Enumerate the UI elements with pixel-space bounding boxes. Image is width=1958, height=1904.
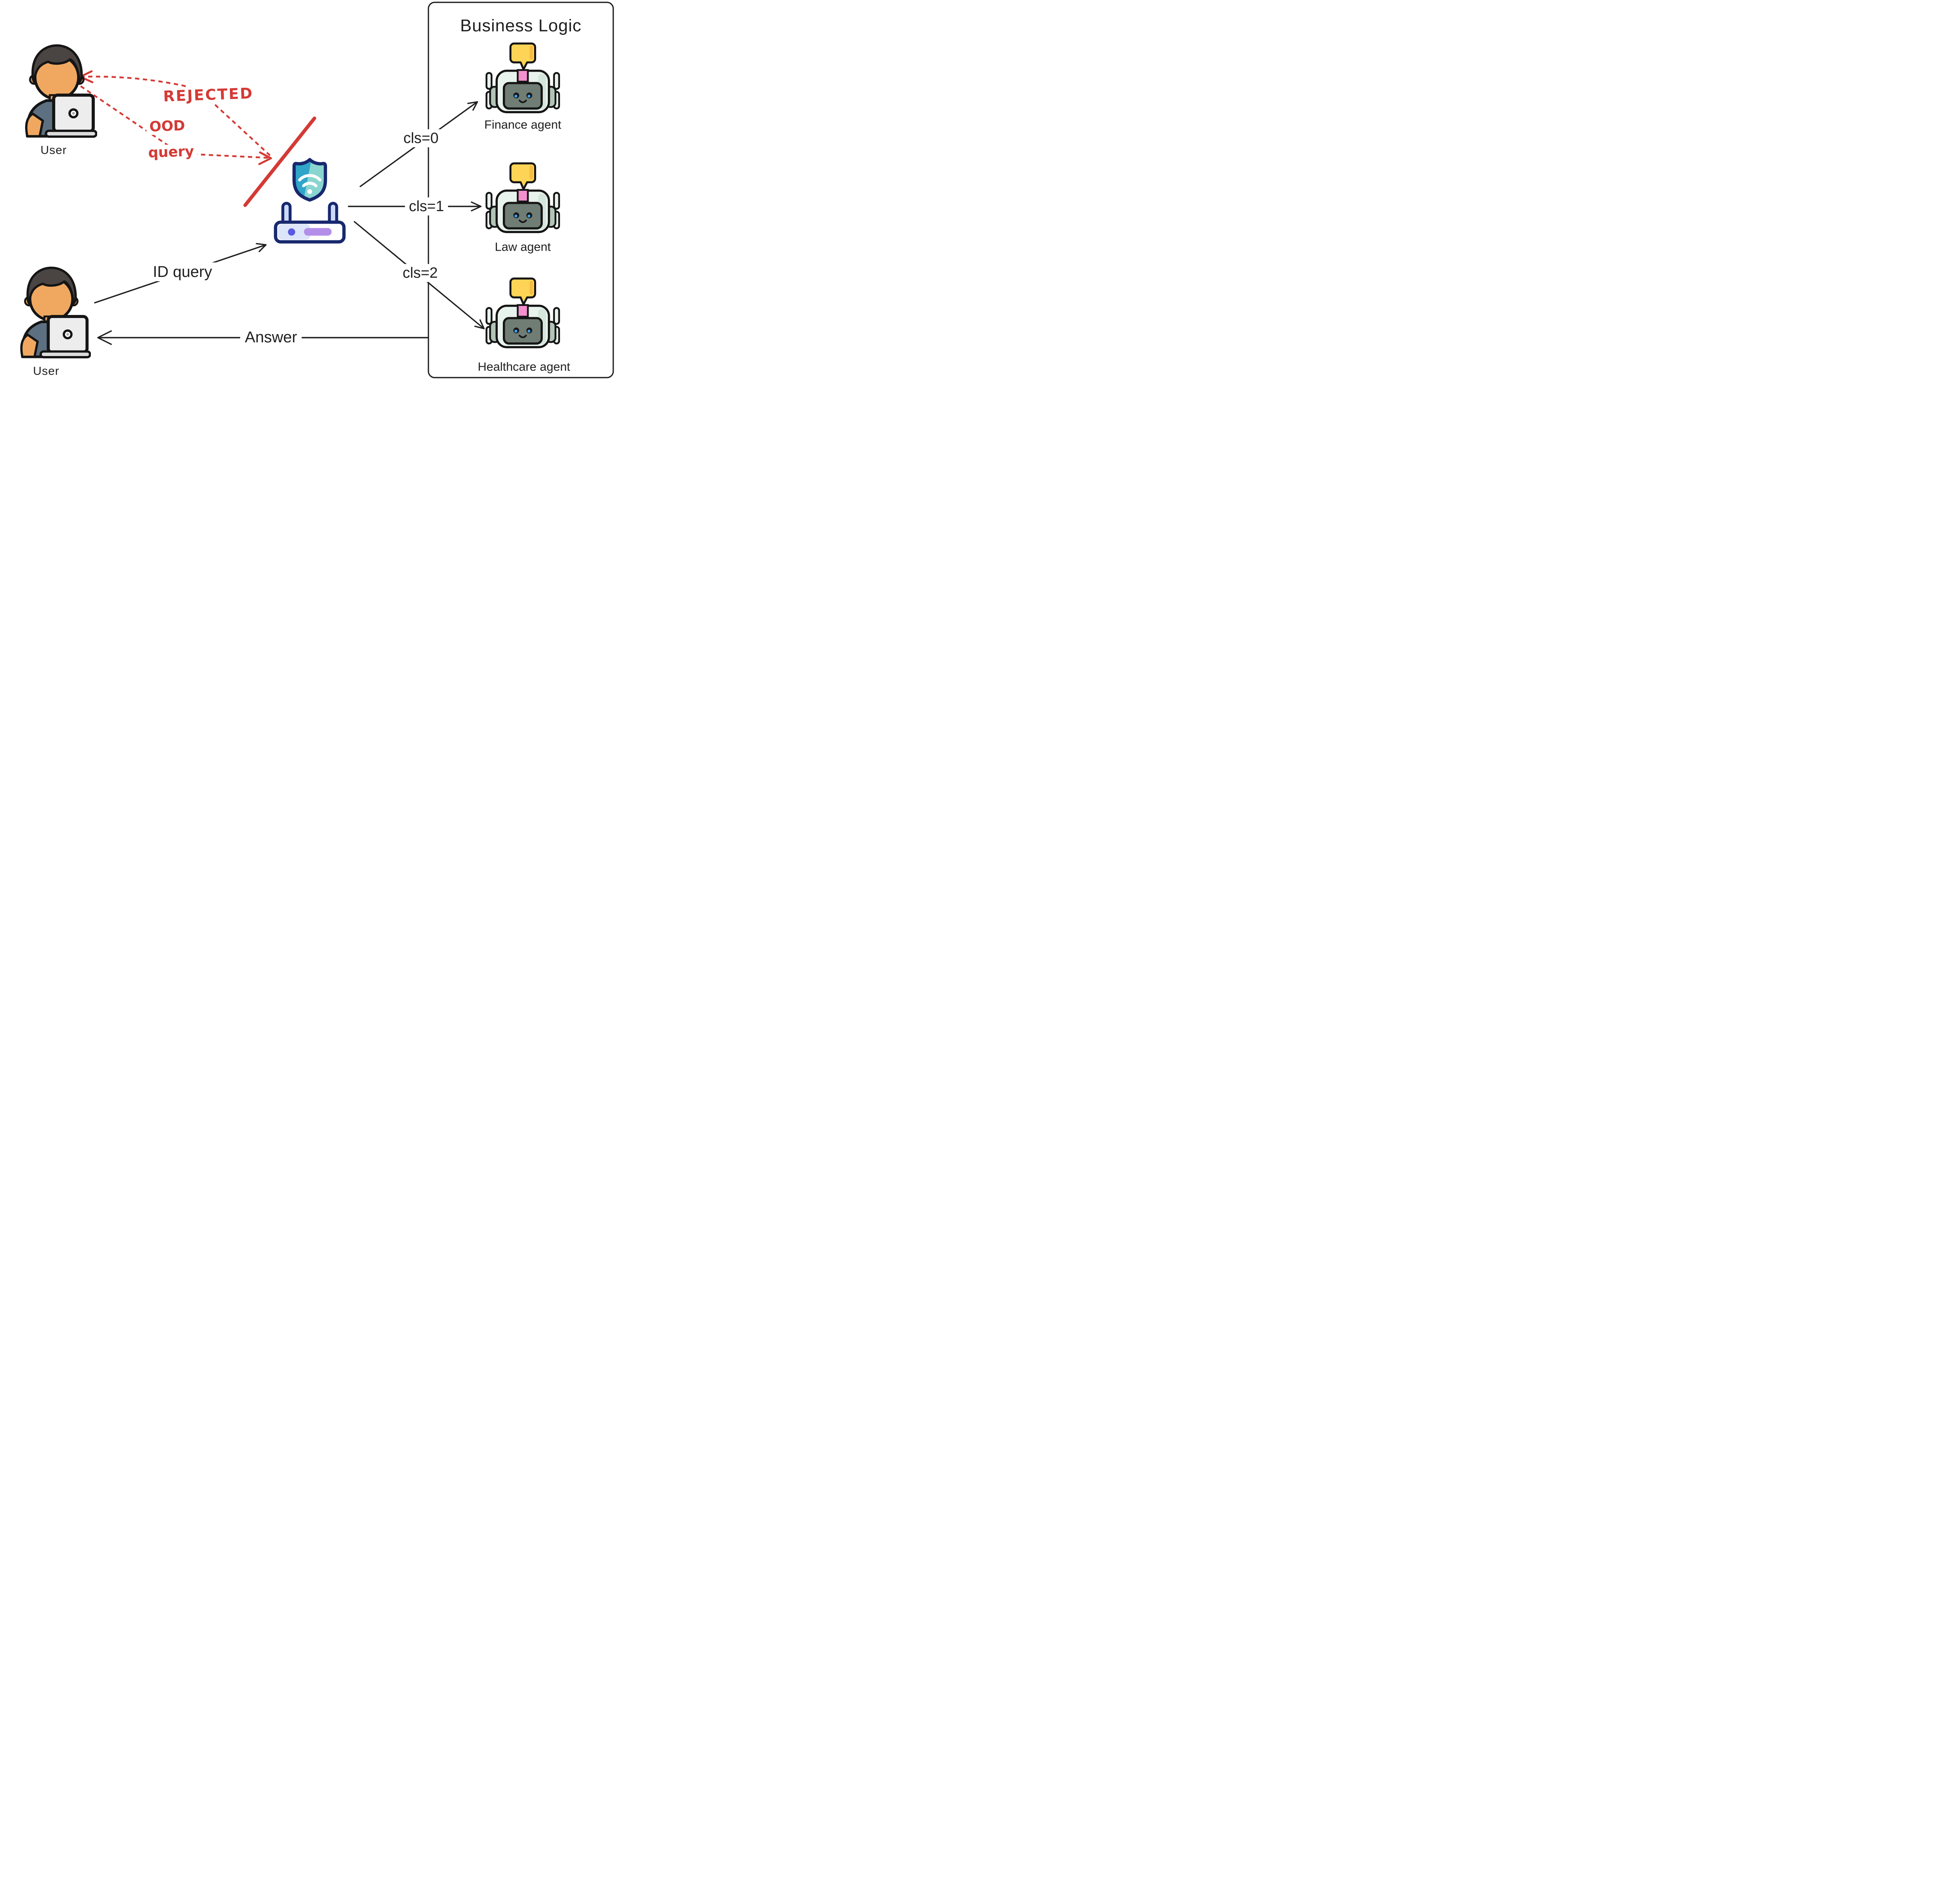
id-query-arrowhead — [256, 243, 267, 252]
finance-agent-icon — [483, 42, 563, 115]
ood-label-line1: OOD — [146, 118, 189, 135]
ood-query-arrowhead — [258, 151, 272, 165]
finance-agent-label: Finance agent — [484, 118, 562, 132]
cls0-arrowhead — [467, 101, 478, 111]
user-top-icon — [16, 38, 97, 139]
business-logic-title: Business Logic — [460, 16, 582, 35]
healthcare-agent-label: Healthcare agent — [477, 360, 571, 374]
cls1-arrowhead — [471, 201, 482, 212]
diagram-canvas: User User REJECTED OOD query ID query An… — [0, 0, 616, 381]
law-agent-icon — [483, 162, 563, 235]
wifi-shield-router-icon — [273, 157, 346, 244]
id-query-label: ID query — [148, 262, 217, 281]
user-bottom-icon — [11, 260, 91, 359]
law-agent-label: Law agent — [495, 240, 551, 254]
ood-label-line2: query — [145, 143, 198, 161]
cls1-label: cls=1 — [405, 197, 448, 215]
answer-label: Answer — [240, 328, 302, 347]
cls2-label: cls=2 — [399, 264, 442, 282]
cls0-label: cls=0 — [399, 129, 443, 147]
answer-arrowhead — [97, 330, 112, 345]
rejected-label: REJECTED — [160, 85, 257, 105]
user-bottom-label: User — [33, 365, 60, 378]
user-top-label: User — [40, 144, 67, 157]
healthcare-agent-icon — [483, 277, 563, 350]
